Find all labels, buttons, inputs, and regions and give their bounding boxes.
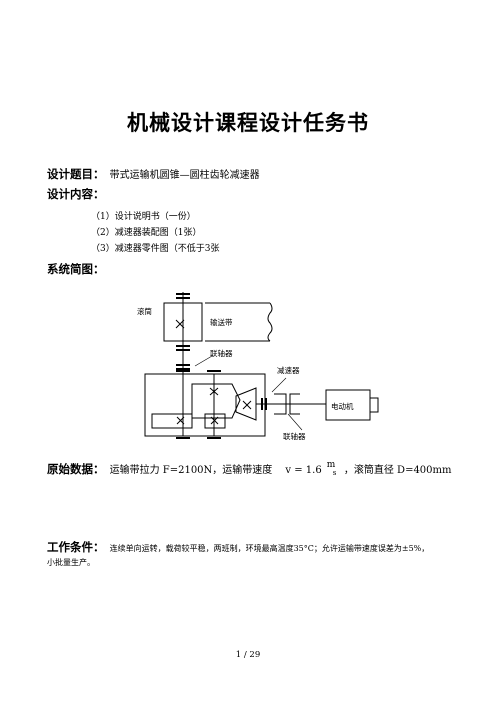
- label-coupling-top: 联轴器: [210, 349, 233, 358]
- label-belt: 输送带: [210, 318, 233, 327]
- design-topic-value: 带式运输机圆锥—圆柱齿轮减速器: [109, 170, 260, 181]
- coupling-bottom-right: [289, 393, 300, 415]
- document-title: 机械设计课程设计任务书: [127, 111, 369, 135]
- label-reducer: 减速器: [277, 366, 300, 375]
- raw-data-force: 运输带拉力 F=2100N，运输带速度: [109, 465, 273, 476]
- motor-end-cap: [369, 397, 379, 413]
- speed-unit-den: s: [332, 469, 337, 477]
- conditions-text: 连续单向运转，载荷较平稳，两班制，环境最高温度35°C；允许运输带速度误差为±5…: [109, 544, 430, 553]
- content-item-2: （2）减速器装配图（1张）: [91, 228, 202, 238]
- content-item-3: （3）减速器零件图（不低于3张: [91, 244, 220, 254]
- raw-data: 原始数据： 运输带拉力 F=2100N，运输带速度 v = 1.6 m s ，滚…: [47, 458, 452, 477]
- raw-data-label: 原始数据：: [47, 462, 105, 476]
- design-content-label: 设计内容：: [47, 187, 105, 201]
- label-drum: 滚筒: [137, 307, 152, 316]
- label-motor: 电动机: [331, 402, 354, 411]
- conditions-label: 工作条件：: [47, 540, 105, 554]
- system-sketch-label: 系统简图：: [47, 262, 105, 276]
- design-topic-label: 设计题目：: [47, 167, 105, 181]
- spur-cross-b: [176, 416, 185, 425]
- coupling-bottom-left: [274, 393, 287, 415]
- belt-break-line: [267, 302, 273, 342]
- bevel-pinion: [235, 387, 257, 421]
- reducer-leader: [271, 377, 287, 393]
- working-conditions: 工作条件： 连续单向运转，载荷较平稳，两班制，环境最高温度35°C；允许运输带速…: [47, 536, 429, 555]
- coupling-bottom-leader: [287, 413, 303, 431]
- bevel-cross-b: [209, 387, 219, 396]
- coupling-top-leader: [194, 355, 213, 367]
- label-coupling-bottom: 联轴器: [283, 432, 306, 441]
- raw-data-diameter: ，滚筒直径 D=400mm: [343, 465, 452, 476]
- spur-gear-small: [204, 413, 226, 429]
- spur-small-cross-b: [210, 416, 219, 425]
- speed-unit-num: m: [326, 460, 336, 470]
- system-diagram: [144, 292, 379, 439]
- design-topic: 设计题目： 带式运输机圆锥—圆柱齿轮减速器: [47, 163, 260, 182]
- speed-unit: m s: [326, 460, 339, 477]
- content-item-1: （1）设计说明书（一份）: [91, 212, 196, 222]
- raw-data-speed: v = 1.6: [285, 465, 322, 476]
- pinion-cross-b: [242, 400, 252, 410]
- spur-gear-large: [151, 413, 193, 429]
- page-number: 1 / 29: [235, 650, 261, 660]
- conditions-text-2: 小批量生产。: [47, 558, 95, 567]
